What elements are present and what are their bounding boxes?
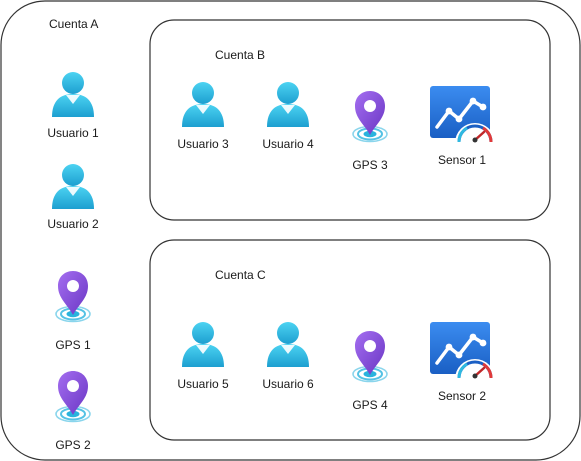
gps-node-4: GPS 4 [352,329,388,412]
sensor-gauge-icon [429,320,495,380]
account-c-title: Cuenta C [215,268,266,282]
account-c-container: Cuenta C Usuario 5 Usuario 6 GPS 4 Senso… [149,239,551,441]
user-node-2: Usuario 2 [47,164,99,231]
user-label: Usuario 5 [177,377,229,391]
gps-node-2: GPS 2 [55,369,91,452]
sensor-node-2: Sensor 2 [429,320,495,403]
user-label: Usuario 6 [262,377,314,391]
user-node-1: Usuario 1 [47,72,99,140]
gps-label: GPS 1 [55,338,91,352]
sensor-gauge-icon [429,84,495,144]
gps-pin-icon [55,369,91,423]
user-node-5: Usuario 5 [177,322,229,391]
gps-pin-icon [55,269,91,323]
user-node-4: Usuario 4 [262,82,314,151]
gps-node-1: GPS 1 [55,269,91,352]
sensor-label: Sensor 2 [438,389,486,403]
account-b-container: Cuenta B Usuario 3 Usuario 4 GPS 3 Senso… [149,19,551,221]
gps-label: GPS 4 [352,398,388,412]
gps-pin-icon [352,89,388,143]
user-label: Usuario 1 [47,126,99,140]
gps-label: GPS 3 [352,158,388,172]
gps-pin-icon [352,329,388,383]
user-label: Usuario 3 [177,137,229,151]
gps-label: GPS 2 [55,438,91,452]
user-node-6: Usuario 6 [262,322,314,391]
sensor-label: Sensor 1 [438,153,486,167]
gps-node-3: GPS 3 [352,89,388,172]
account-b-title: Cuenta B [215,48,265,62]
account-a-title: Cuenta A [49,17,98,31]
user-node-3: Usuario 3 [177,82,229,151]
user-label: Usuario 4 [262,137,314,151]
sensor-node-1: Sensor 1 [429,84,495,167]
user-label: Usuario 2 [47,217,99,231]
